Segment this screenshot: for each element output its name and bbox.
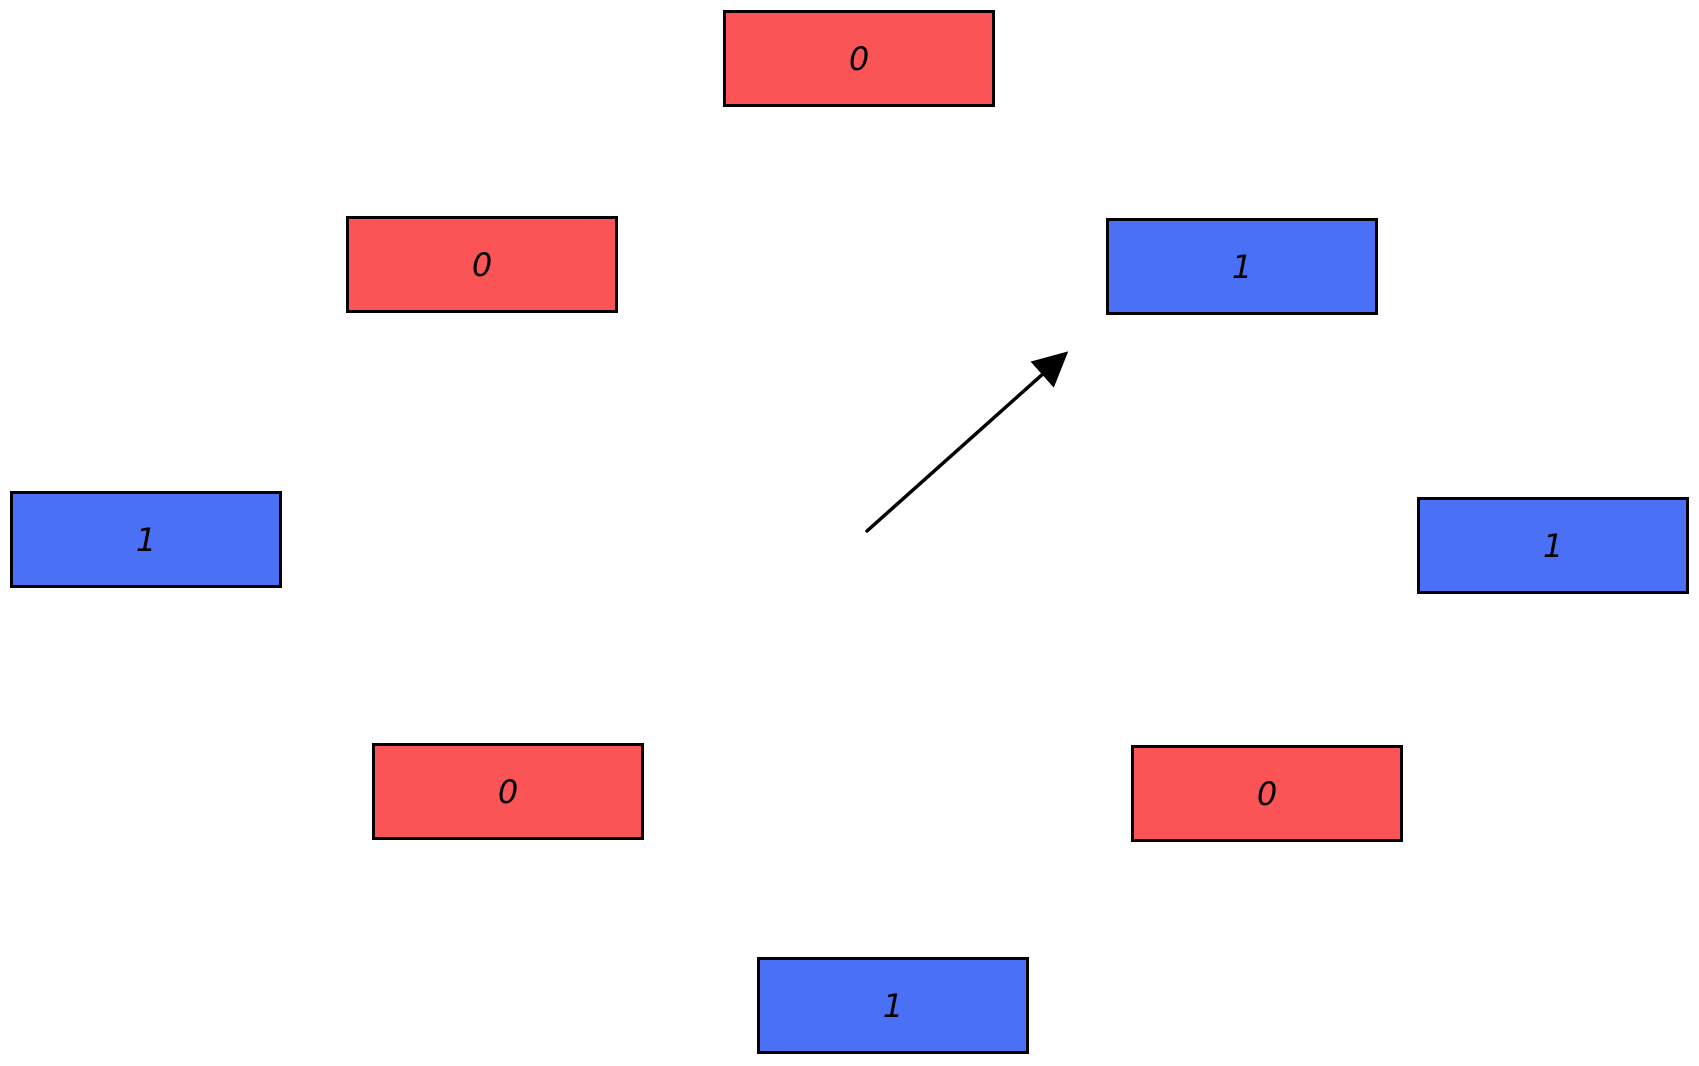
box-right-label: 1: [1542, 526, 1564, 565]
box-left: 1: [10, 491, 282, 588]
box-lower-right: 0: [1131, 745, 1403, 842]
box-right: 1: [1417, 497, 1689, 594]
box-bottom: 1: [757, 957, 1029, 1054]
box-upper-right: 1: [1106, 218, 1378, 315]
box-upper-right-label: 1: [1231, 247, 1253, 286]
box-lower-left-label: 0: [497, 772, 519, 811]
pointer-line: [865, 351, 1069, 533]
box-lower-right-label: 0: [1256, 774, 1278, 813]
box-upper-left: 0: [346, 216, 618, 313]
box-lower-left: 0: [372, 743, 644, 840]
box-top: 0: [723, 10, 995, 107]
box-left-label: 1: [135, 520, 157, 559]
box-bottom-label: 1: [882, 986, 904, 1025]
box-top-label: 0: [848, 39, 870, 78]
box-upper-left-label: 0: [471, 245, 493, 284]
